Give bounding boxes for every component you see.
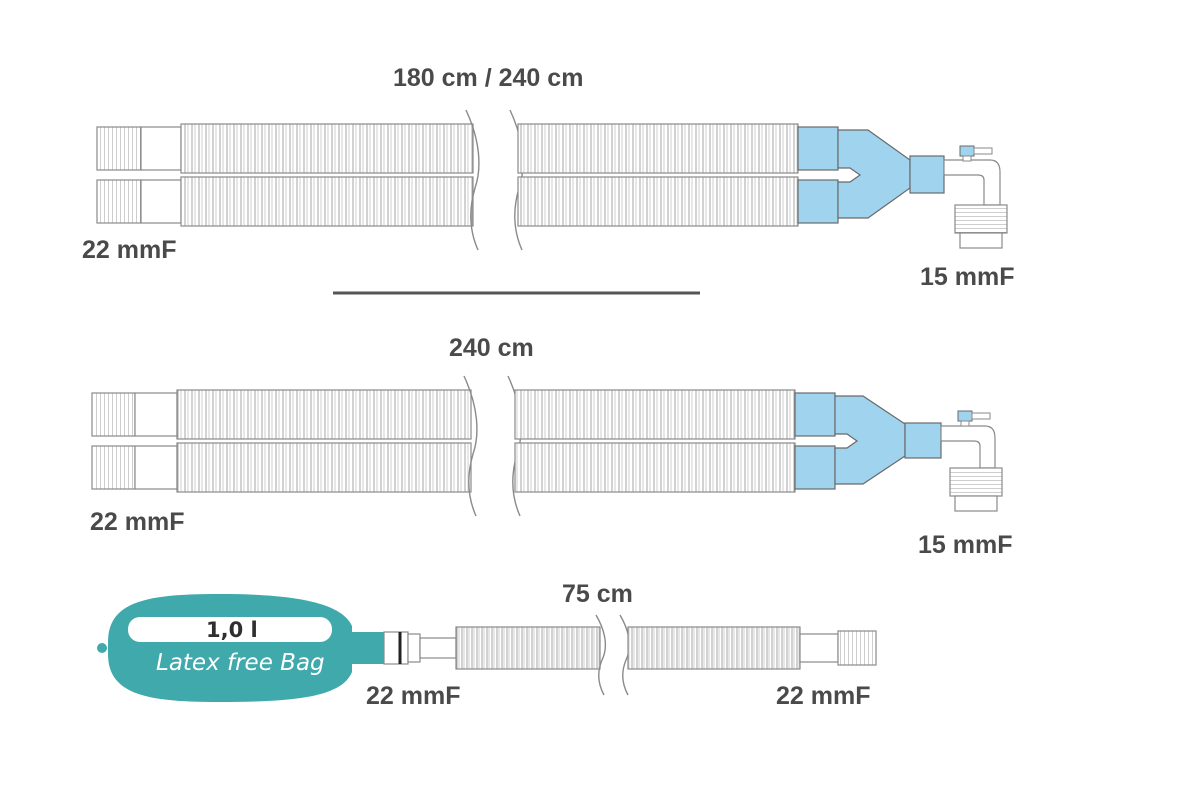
corrugated-tube-left <box>180 123 474 227</box>
elbow-connector <box>940 410 1003 512</box>
connector-sleeve-bottom <box>140 179 182 224</box>
corrugated-tube-left <box>455 626 601 670</box>
bag-limb <box>97 594 877 702</box>
connector-sleeve-top <box>140 126 182 171</box>
machine-end-connectors <box>96 126 182 224</box>
circuit-2 <box>91 375 1003 517</box>
length-break-mark <box>465 109 524 251</box>
circuit-2-patient-end-label: 15 mmF <box>918 531 1013 559</box>
tube-end-cap <box>837 630 877 666</box>
circuit-1-length-label: 180 cm / 240 cm <box>393 64 584 92</box>
bag-volume-label: 1,0 l <box>206 618 258 642</box>
length-break-mark <box>463 375 522 517</box>
corrugated-tube-left <box>176 389 472 493</box>
length-break-mark <box>595 614 631 696</box>
y-piece-connector <box>797 126 945 224</box>
circuit-1-machine-end-label: 22 mmF <box>82 236 177 264</box>
circuit-2-length-label: 240 cm <box>449 334 534 362</box>
bag-end-label: 22 mmF <box>366 682 461 710</box>
connector-cap-top <box>96 126 142 171</box>
machine-end-connectors <box>91 392 178 490</box>
connector-cap-top <box>91 392 136 437</box>
bag-connector <box>383 631 457 665</box>
bag-limb-length-label: 75 cm <box>562 580 633 608</box>
tube-end-sleeve <box>799 633 839 663</box>
bag-limb-far-end-label: 22 mmF <box>776 682 871 710</box>
corrugated-tube-right <box>517 123 799 227</box>
connector-sleeve-bottom <box>134 445 178 490</box>
connector-cap-bottom <box>96 179 142 224</box>
bag-name-label: Latex free Bag <box>156 650 325 676</box>
elbow-connector <box>943 145 1008 249</box>
connector-sleeve-top <box>134 392 178 437</box>
corrugated-tube-right <box>627 626 801 670</box>
y-piece-connector <box>794 392 942 490</box>
circuit-2-machine-end-label: 22 mmF <box>90 508 185 536</box>
corrugated-tube-right <box>514 389 796 493</box>
circuit-1 <box>96 109 1008 251</box>
connector-cap-bottom <box>91 445 136 490</box>
reservoir-bag <box>97 594 384 702</box>
circuit-1-patient-end-label: 15 mmF <box>920 263 1015 291</box>
